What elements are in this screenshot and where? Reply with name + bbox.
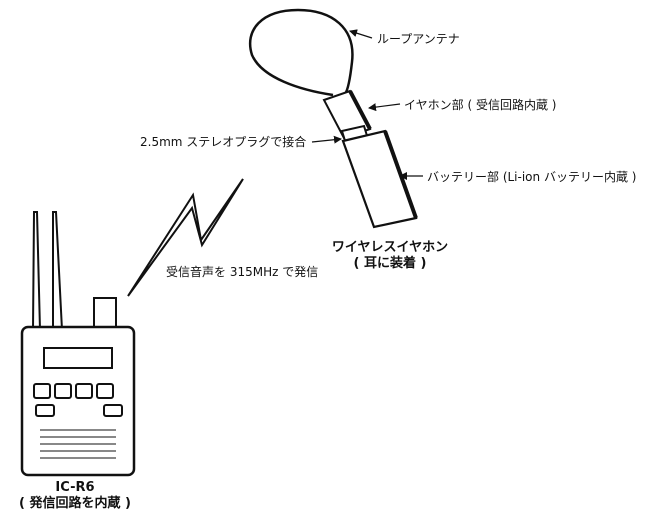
receiver-antenna-right xyxy=(52,211,64,331)
earphone-title-line1: ワイヤレスイヤホン xyxy=(331,240,449,255)
receiver-knob xyxy=(93,297,117,329)
receiver-buttons xyxy=(33,383,123,417)
receiver-display xyxy=(43,347,113,369)
loop-antenna-label: ループアンテナ xyxy=(377,32,460,46)
receiver-speaker xyxy=(40,429,116,459)
loop-antenna-arrow xyxy=(349,29,373,39)
battery-unit xyxy=(341,129,418,229)
earphone-part-label: イヤホン部 ( 受信回路内蔵 ) xyxy=(404,98,557,112)
radio-wave-bolt xyxy=(127,178,244,297)
receiver-title-line1: IC-R6 xyxy=(55,480,95,495)
receiver-title: IC-R6 ( 発信回路を内蔵 ) xyxy=(0,480,150,512)
receiver-antenna-left xyxy=(31,211,42,331)
stereo-plug-arrow xyxy=(311,135,342,144)
ic-r6-receiver xyxy=(20,211,136,477)
battery-part-label: バッテリー部 (Li-ion バッテリー内蔵 ) xyxy=(427,170,637,184)
earphone-title-line2: ( 耳に装着 ) xyxy=(353,256,427,271)
loop-antenna xyxy=(249,8,354,97)
transmission-label: 受信音声を 315MHz で発信 xyxy=(166,265,319,279)
stereo-plug-label: 2.5mm ステレオプラグで接合 xyxy=(140,135,307,149)
earphone-title: ワイヤレスイヤホン ( 耳に装着 ) xyxy=(310,240,470,272)
receiver-title-line2: ( 発信回路を内蔵 ) xyxy=(19,496,131,511)
earphone-arrow xyxy=(368,103,401,112)
